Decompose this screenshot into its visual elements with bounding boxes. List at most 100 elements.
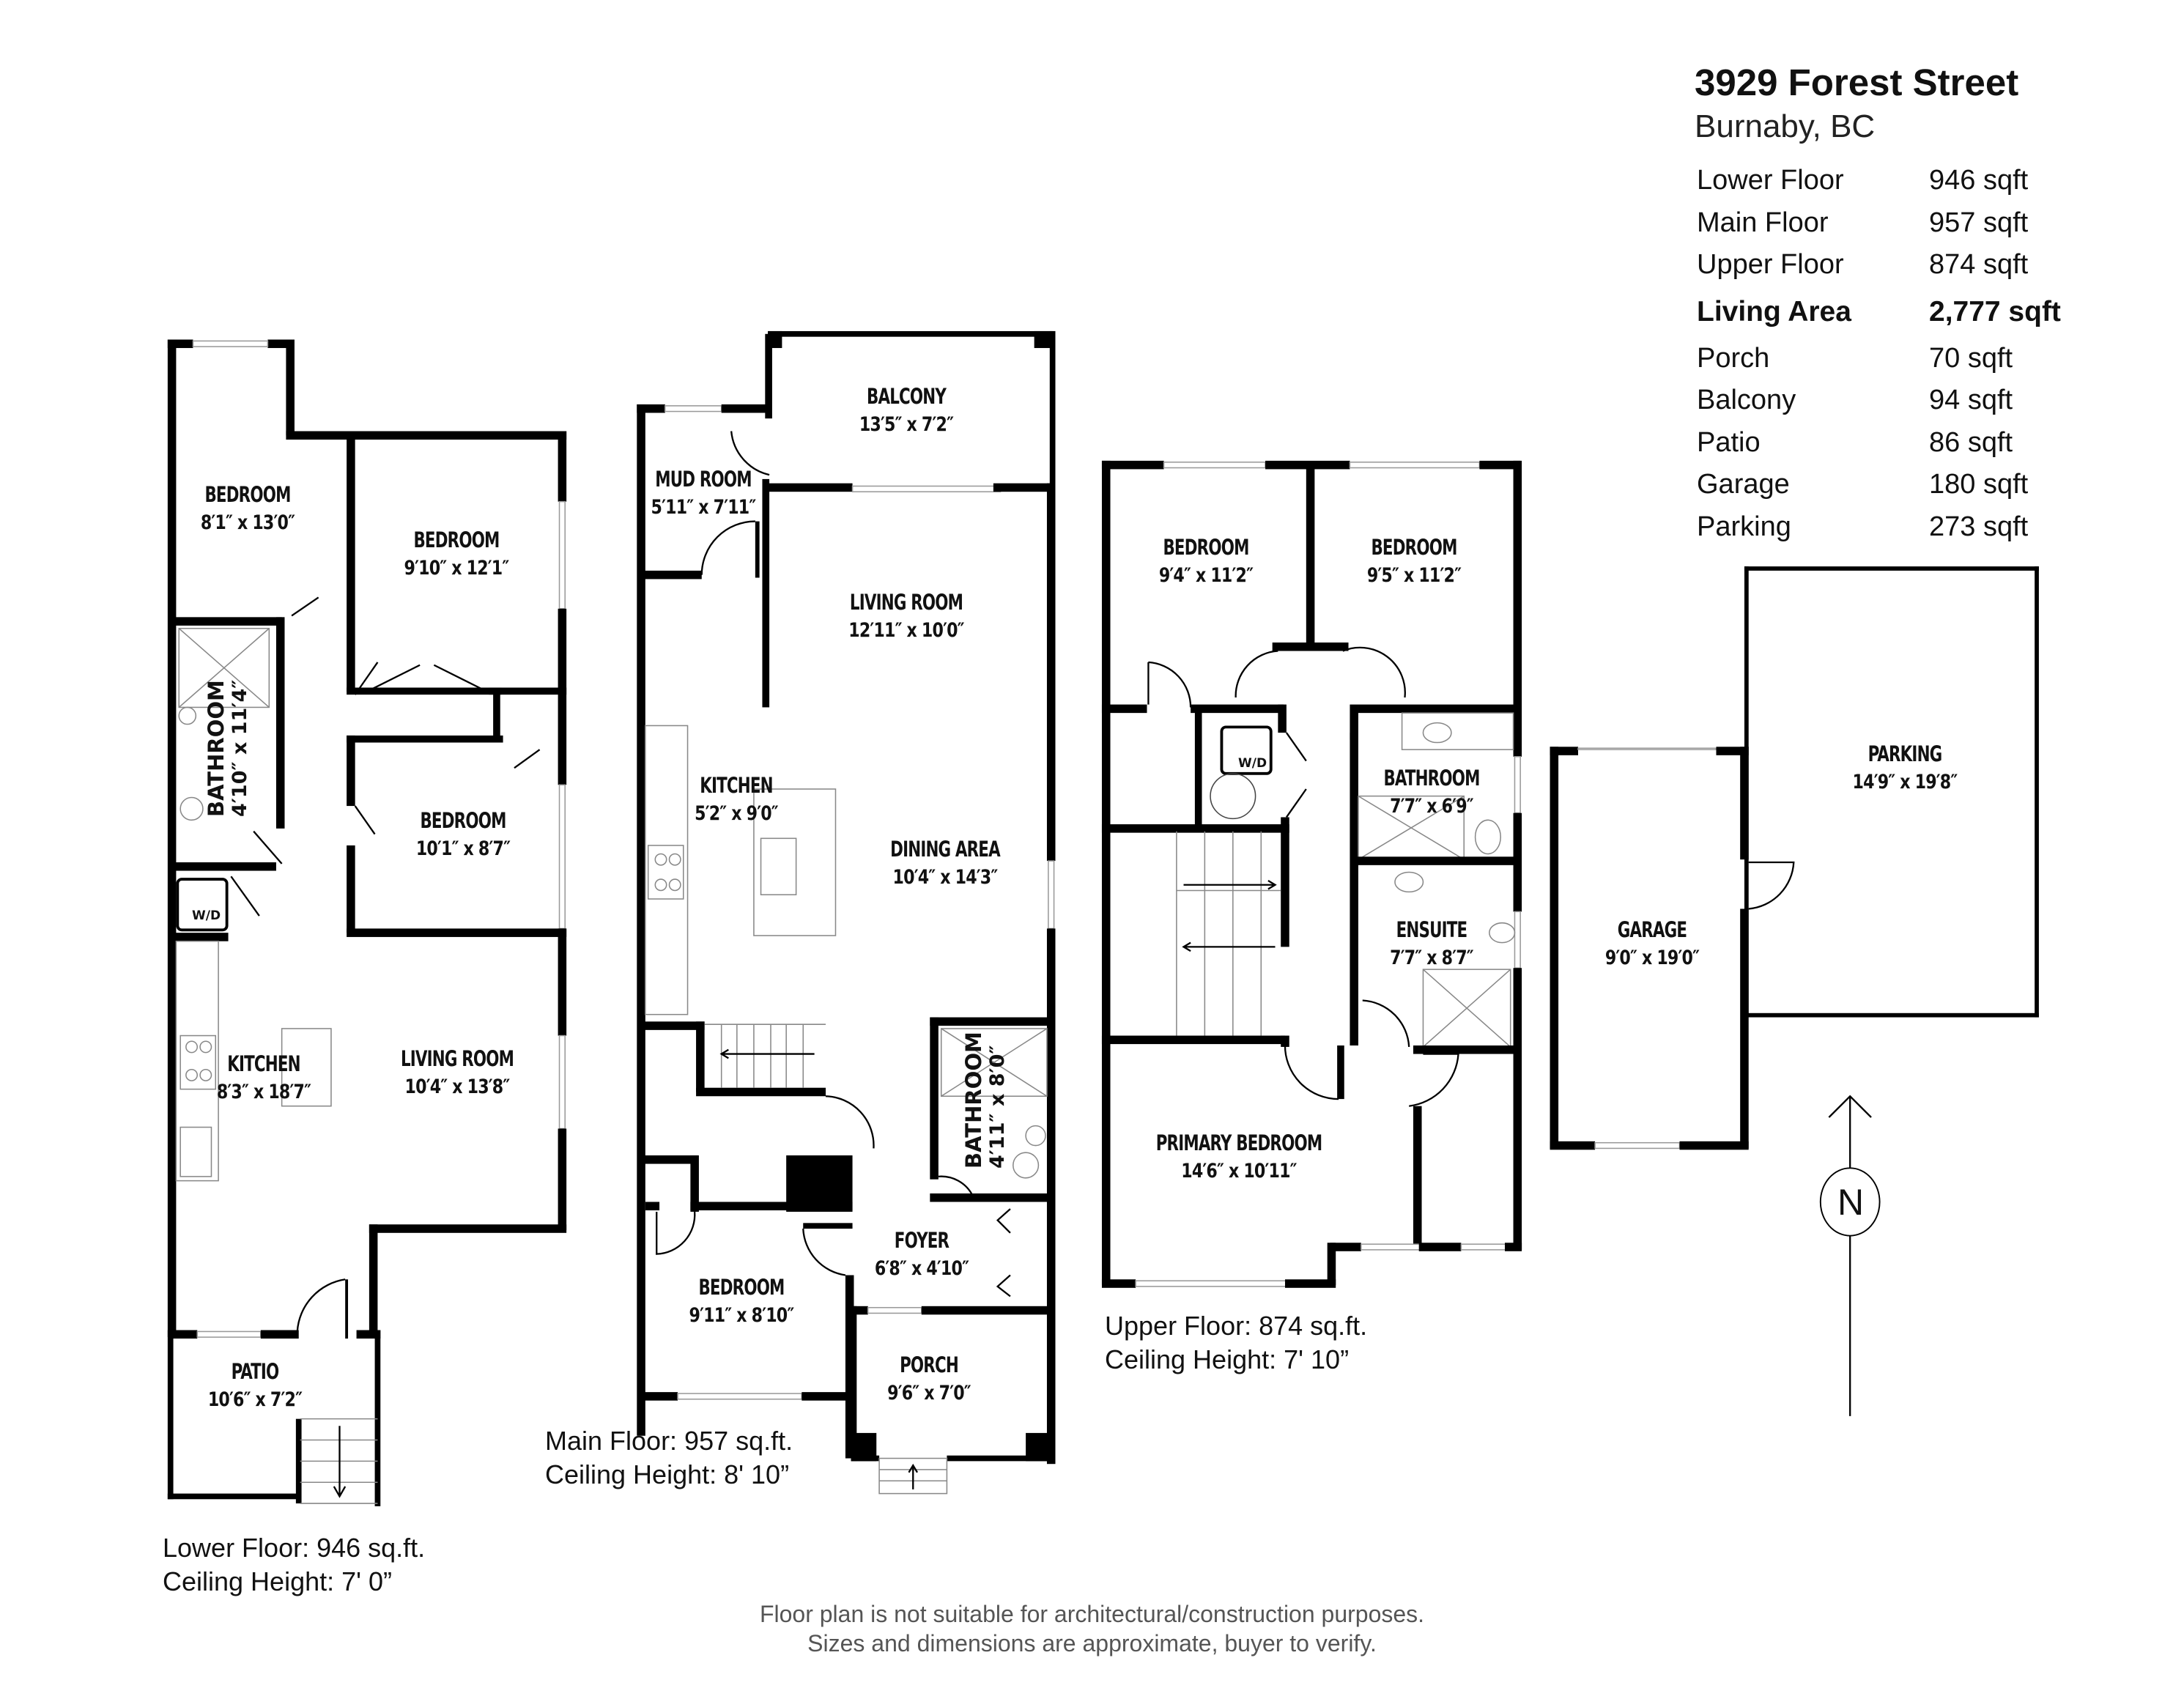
summary-label: Garage: [1697, 469, 1790, 500]
main-floor-ceiling-height: Ceiling Height: 8' 10”: [545, 1459, 790, 1489]
washer-dryer-label: W/D: [192, 908, 221, 923]
room-dimensions: 6′8″ x 4′10″: [874, 1257, 969, 1280]
summary-value: 180 sqft: [1929, 469, 2029, 500]
room-dimensions: 12′11″ x 10′0″: [848, 619, 964, 642]
room-name: PARKING: [1867, 741, 1943, 766]
room-name: KITCHEN: [227, 1051, 300, 1076]
room-dimensions: 9′10″ x 12′1″: [404, 557, 510, 580]
room-label-main-bathroom: BATHROOM 4′11″ x 8′0″: [961, 1032, 1009, 1169]
room-dimensions: 5′11″ x 7′11″: [651, 496, 757, 519]
lower-floor-ceiling-height: Ceiling Height: 7' 0”: [163, 1566, 393, 1596]
summary-label: Living Area: [1697, 295, 1851, 327]
room-name: BEDROOM: [420, 808, 506, 833]
room-label-lower-kitchen: KITCHEN 8′3″ x 18′7″: [207, 1051, 322, 1103]
room-label-upper-bedroom-2: BEDROOM 9′5″ x 11′2″: [1357, 535, 1472, 587]
north-arrow-icon: [1819, 1095, 1881, 1416]
summary-label: Patio: [1697, 426, 1761, 458]
summary-value: 86 sqft: [1929, 426, 2013, 458]
upper-floor-ceiling-height: Ceiling Height: 7' 10”: [1105, 1344, 1350, 1374]
room-label-main-living: LIVING ROOM 12′11″ x 10′0″: [836, 590, 977, 642]
summary-label: Main Floor: [1697, 207, 1829, 238]
upper-floor-plan: [1101, 460, 1522, 1288]
summary-value: 94 sqft: [1929, 385, 2013, 416]
summary-label: Parking: [1697, 511, 1791, 542]
summary-value: 273 sqft: [1929, 511, 2029, 542]
lower-floor-plan: [167, 339, 567, 1506]
summary-row: Garage 180 sqft: [1697, 464, 2122, 506]
disclaimer: Floor plan is not suitable for architect…: [0, 1599, 2184, 1658]
room-label-main-bedroom: BEDROOM 9′11″ x 8′10″: [678, 1275, 805, 1327]
room-label-main-mudroom: MUD ROOM 5′11″ x 7′11″: [640, 467, 767, 519]
property-header: 3929 Forest Street Burnaby, BC: [1695, 60, 2018, 148]
room-dimensions: 7′7″ x 8′7″: [1390, 947, 1474, 969]
room-label-lower-bathroom: BATHROOM 4′10″ x 11′4″: [204, 680, 251, 817]
room-name: DINING AREA: [890, 837, 1000, 862]
room-dimensions: 9′11″ x 8′10″: [689, 1304, 795, 1327]
room-dimensions: 4′11″ x 8′0″: [986, 1045, 1009, 1169]
room-label-lower-bedroom-3: BEDROOM 10′1″ x 8′7″: [406, 808, 521, 860]
room-name: ENSUITE: [1396, 917, 1468, 942]
room-name: BEDROOM: [413, 528, 500, 552]
room-name: MUD ROOM: [655, 467, 752, 492]
upper-floor-area: Upper Floor: 874 sq.ft.: [1105, 1311, 1368, 1341]
room-label-upper-ensuite: ENSUITE 7′7″ x 8′7″: [1381, 917, 1483, 969]
room-label-main-kitchen: KITCHEN 5′2″ x 9′0″: [686, 773, 788, 825]
room-dimensions: 5′2″ x 9′0″: [695, 802, 779, 825]
room-dimensions: 10′4″ x 13′8″: [404, 1076, 511, 1098]
summary-label: Balcony: [1697, 385, 1796, 416]
disclaimer-line-1: Floor plan is not suitable for architect…: [759, 1601, 1425, 1627]
room-name: BATHROOM: [204, 680, 229, 817]
property-address: 3929 Forest Street: [1695, 62, 2019, 103]
room-name: GARAGE: [1617, 917, 1687, 942]
room-name: BATHROOM: [961, 1032, 986, 1169]
garage-parking-plan: [1550, 566, 2039, 1150]
lower-floor-area: Lower Floor: 946 sq.ft.: [163, 1533, 426, 1563]
summary-label: Upper Floor: [1697, 249, 1844, 281]
property-city: Burnaby, BC: [1695, 108, 1876, 144]
room-name: BALCONY: [866, 384, 947, 409]
room-dimensions: 9′0″ x 19′0″: [1604, 947, 1700, 969]
room-dimensions: 7′7″ x 6′9″: [1390, 795, 1474, 818]
summary-value: 946 sqft: [1929, 165, 2029, 196]
summary-value: 874 sqft: [1929, 249, 2029, 281]
summary-row: Patio 86 sqft: [1697, 422, 2122, 464]
washer-dryer-label-upper: W/D: [1238, 756, 1267, 771]
room-label-main-foyer: FOYER 6′8″ x 4′10″: [865, 1228, 980, 1280]
disclaimer-line-2: Sizes and dimensions are approximate, bu…: [807, 1630, 1377, 1656]
room-dimensions: 4′10″ x 11′4″: [229, 679, 251, 817]
summary-label: Porch: [1697, 342, 1770, 374]
room-label-lower-living: LIVING ROOM 10′4″ x 13′8″: [388, 1046, 526, 1098]
room-name: LIVING ROOM: [849, 590, 963, 615]
room-dimensions: 10′4″ x 14′3″: [892, 866, 999, 889]
summary-row: Upper Floor 874 sqft: [1697, 244, 2122, 286]
room-label-garage: GARAGE 9′0″ x 19′0″: [1595, 917, 1710, 969]
room-name: LIVING ROOM: [400, 1046, 514, 1071]
room-dimensions: 14′9″ x 19′8″: [1852, 771, 1958, 793]
room-label-lower-bedroom-1: BEDROOM 8′1″ x 13′0″: [190, 482, 306, 534]
room-dimensions: 8′1″ x 13′0″: [200, 511, 295, 534]
room-name: BEDROOM: [1371, 535, 1457, 560]
room-label-upper-bedroom-1: BEDROOM 9′4″ x 11′2″: [1149, 535, 1264, 587]
summary-row: Lower Floor 946 sqft: [1697, 160, 2122, 202]
upper-floor-caption: Upper Floor: 874 sq.ft. Ceiling Height: …: [1105, 1309, 1367, 1377]
room-label-lower-bedroom-2: BEDROOM 9′10″ x 12′1″: [393, 528, 520, 580]
room-name: BEDROOM: [204, 482, 291, 507]
room-name: PORCH: [900, 1352, 959, 1377]
summary-label: Lower Floor: [1697, 165, 1844, 196]
room-label-main-balcony: BALCONY 13′5″ x 7′2″: [849, 384, 964, 436]
room-dimensions: 14′6″ x 10′11″: [1181, 1160, 1297, 1182]
room-name: FOYER: [894, 1228, 950, 1253]
room-label-main-dining: DINING AREA 10′4″ x 14′3″: [878, 837, 1013, 889]
room-dimensions: 9′5″ x 11′2″: [1366, 564, 1462, 587]
main-floor-caption: Main Floor: 957 sq.ft. Ceiling Height: 8…: [545, 1424, 793, 1492]
room-name: BEDROOM: [1163, 535, 1249, 560]
room-dimensions: 9′6″ x 7′0″: [887, 1382, 971, 1404]
room-dimensions: 10′6″ x 7′2″: [207, 1388, 303, 1411]
room-label-upper-primary-bedroom: PRIMARY BEDROOM 14′6″ x 10′11″: [1138, 1130, 1340, 1182]
room-label-lower-patio: PATIO 10′6″ x 7′2″: [198, 1359, 313, 1411]
